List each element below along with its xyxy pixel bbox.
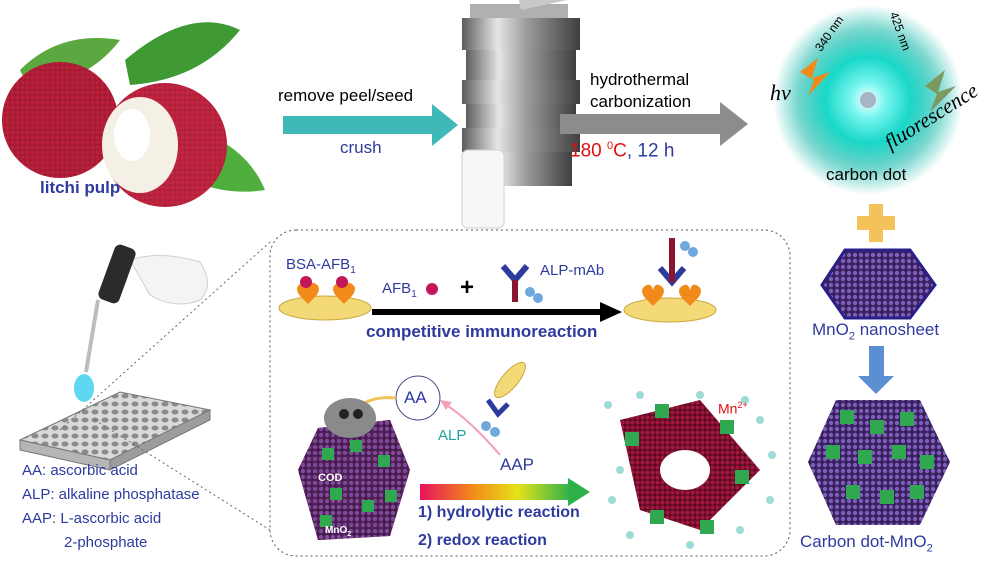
mno2-small-sub: 2 — [347, 531, 352, 538]
alp-label: ALP — [438, 427, 467, 444]
mno2-nanosheet-label: MnO2 nanosheet — [812, 320, 939, 342]
litchi-label: litchi pulp — [40, 178, 121, 197]
mno2-rest: nanosheet — [854, 320, 940, 339]
cd-mno2-sub: 2 — [926, 542, 933, 555]
antibody-icon — [500, 264, 543, 303]
legend-aa: AA: ascorbic acid — [22, 462, 138, 479]
plus-icon — [857, 204, 895, 242]
plus-sign: + — [460, 274, 475, 301]
afb1-main: AFB — [382, 280, 412, 297]
temp-degree: 0 — [606, 140, 614, 152]
mn-ion-main: Mn — [718, 400, 738, 417]
step2-label-line2: carbonization — [590, 92, 692, 111]
competitive-label: competitive immunoreaction — [366, 322, 598, 341]
cd-mno2-image — [808, 400, 950, 525]
mno2-small-main: MnO — [325, 525, 348, 536]
degraded-sheet — [604, 391, 776, 549]
bsa-afb1-main: BSA-AFB — [286, 256, 351, 273]
alp-enzyme-icon — [481, 361, 526, 437]
mn-ion-sup: 2+ — [737, 400, 748, 410]
pipette-hand-image — [74, 244, 208, 402]
step-redox: 2) redox reaction — [418, 532, 547, 549]
arrow-rainbow — [420, 478, 590, 506]
bsa-afb1-label: BSA-AFB1 — [286, 256, 356, 276]
arrow-step1 — [283, 104, 458, 146]
alp-mab-label: ALP-mAb — [540, 262, 605, 279]
autoclave-image — [461, 0, 606, 229]
cd-mno2-label: Carbon dot-MnO2 — [800, 532, 933, 554]
step2-condition: 180 0C, 12 h — [570, 140, 674, 162]
arrow-step2 — [560, 102, 748, 146]
microplate-image — [18, 391, 212, 471]
cd-mno2-main: Carbon dot-MnO — [800, 532, 927, 551]
immuno-plate-left — [278, 276, 372, 321]
afb1-icon — [426, 283, 438, 295]
mno2-small-label: MnO2 — [325, 525, 351, 538]
legend-alp: ALP: alkaline phosphatase — [22, 486, 200, 503]
afb1-sub: 1 — [411, 289, 417, 300]
cod-label: COD — [318, 472, 343, 484]
temp-unit: C — [613, 140, 627, 162]
lightning-emission — [925, 70, 956, 112]
lightning-excitation — [800, 58, 830, 96]
mno2-sub: 2 — [848, 330, 855, 343]
arrow-competitive — [372, 302, 622, 322]
litchi-image — [2, 22, 265, 207]
mno2-main: MnO — [812, 320, 849, 339]
hv-label: hv — [770, 80, 791, 105]
assay-panel — [269, 229, 791, 557]
step1-above-label: remove peel/seed — [278, 86, 414, 105]
legend-aap-line2: 2-phosphate — [64, 534, 148, 551]
step1-below-label: crush — [340, 138, 382, 157]
carbon-dot-image — [773, 5, 963, 195]
aa-label: AA — [404, 388, 427, 407]
step2-label-line1: hydrothermal — [590, 70, 690, 89]
immuno-plate-right — [623, 238, 717, 323]
step-hydrolytic: 1) hydrolytic reaction — [418, 504, 580, 521]
aap-label: AAP — [500, 455, 535, 474]
cod-mno2-sheet — [298, 398, 410, 540]
carbon-dot-label: carbon dot — [826, 165, 907, 184]
afb1-label: AFB1 — [382, 280, 417, 300]
bsa-afb1-sub: 1 — [350, 265, 356, 276]
mn-ion-label: Mn2+ — [718, 400, 748, 417]
mno2-nanosheet-image — [820, 248, 937, 320]
temp-value: 180 — [570, 140, 607, 162]
arrow-down — [858, 346, 894, 394]
legend-aap-line1: AAP: L-ascorbic acid — [22, 510, 162, 527]
time-value: , 12 h — [626, 140, 675, 162]
